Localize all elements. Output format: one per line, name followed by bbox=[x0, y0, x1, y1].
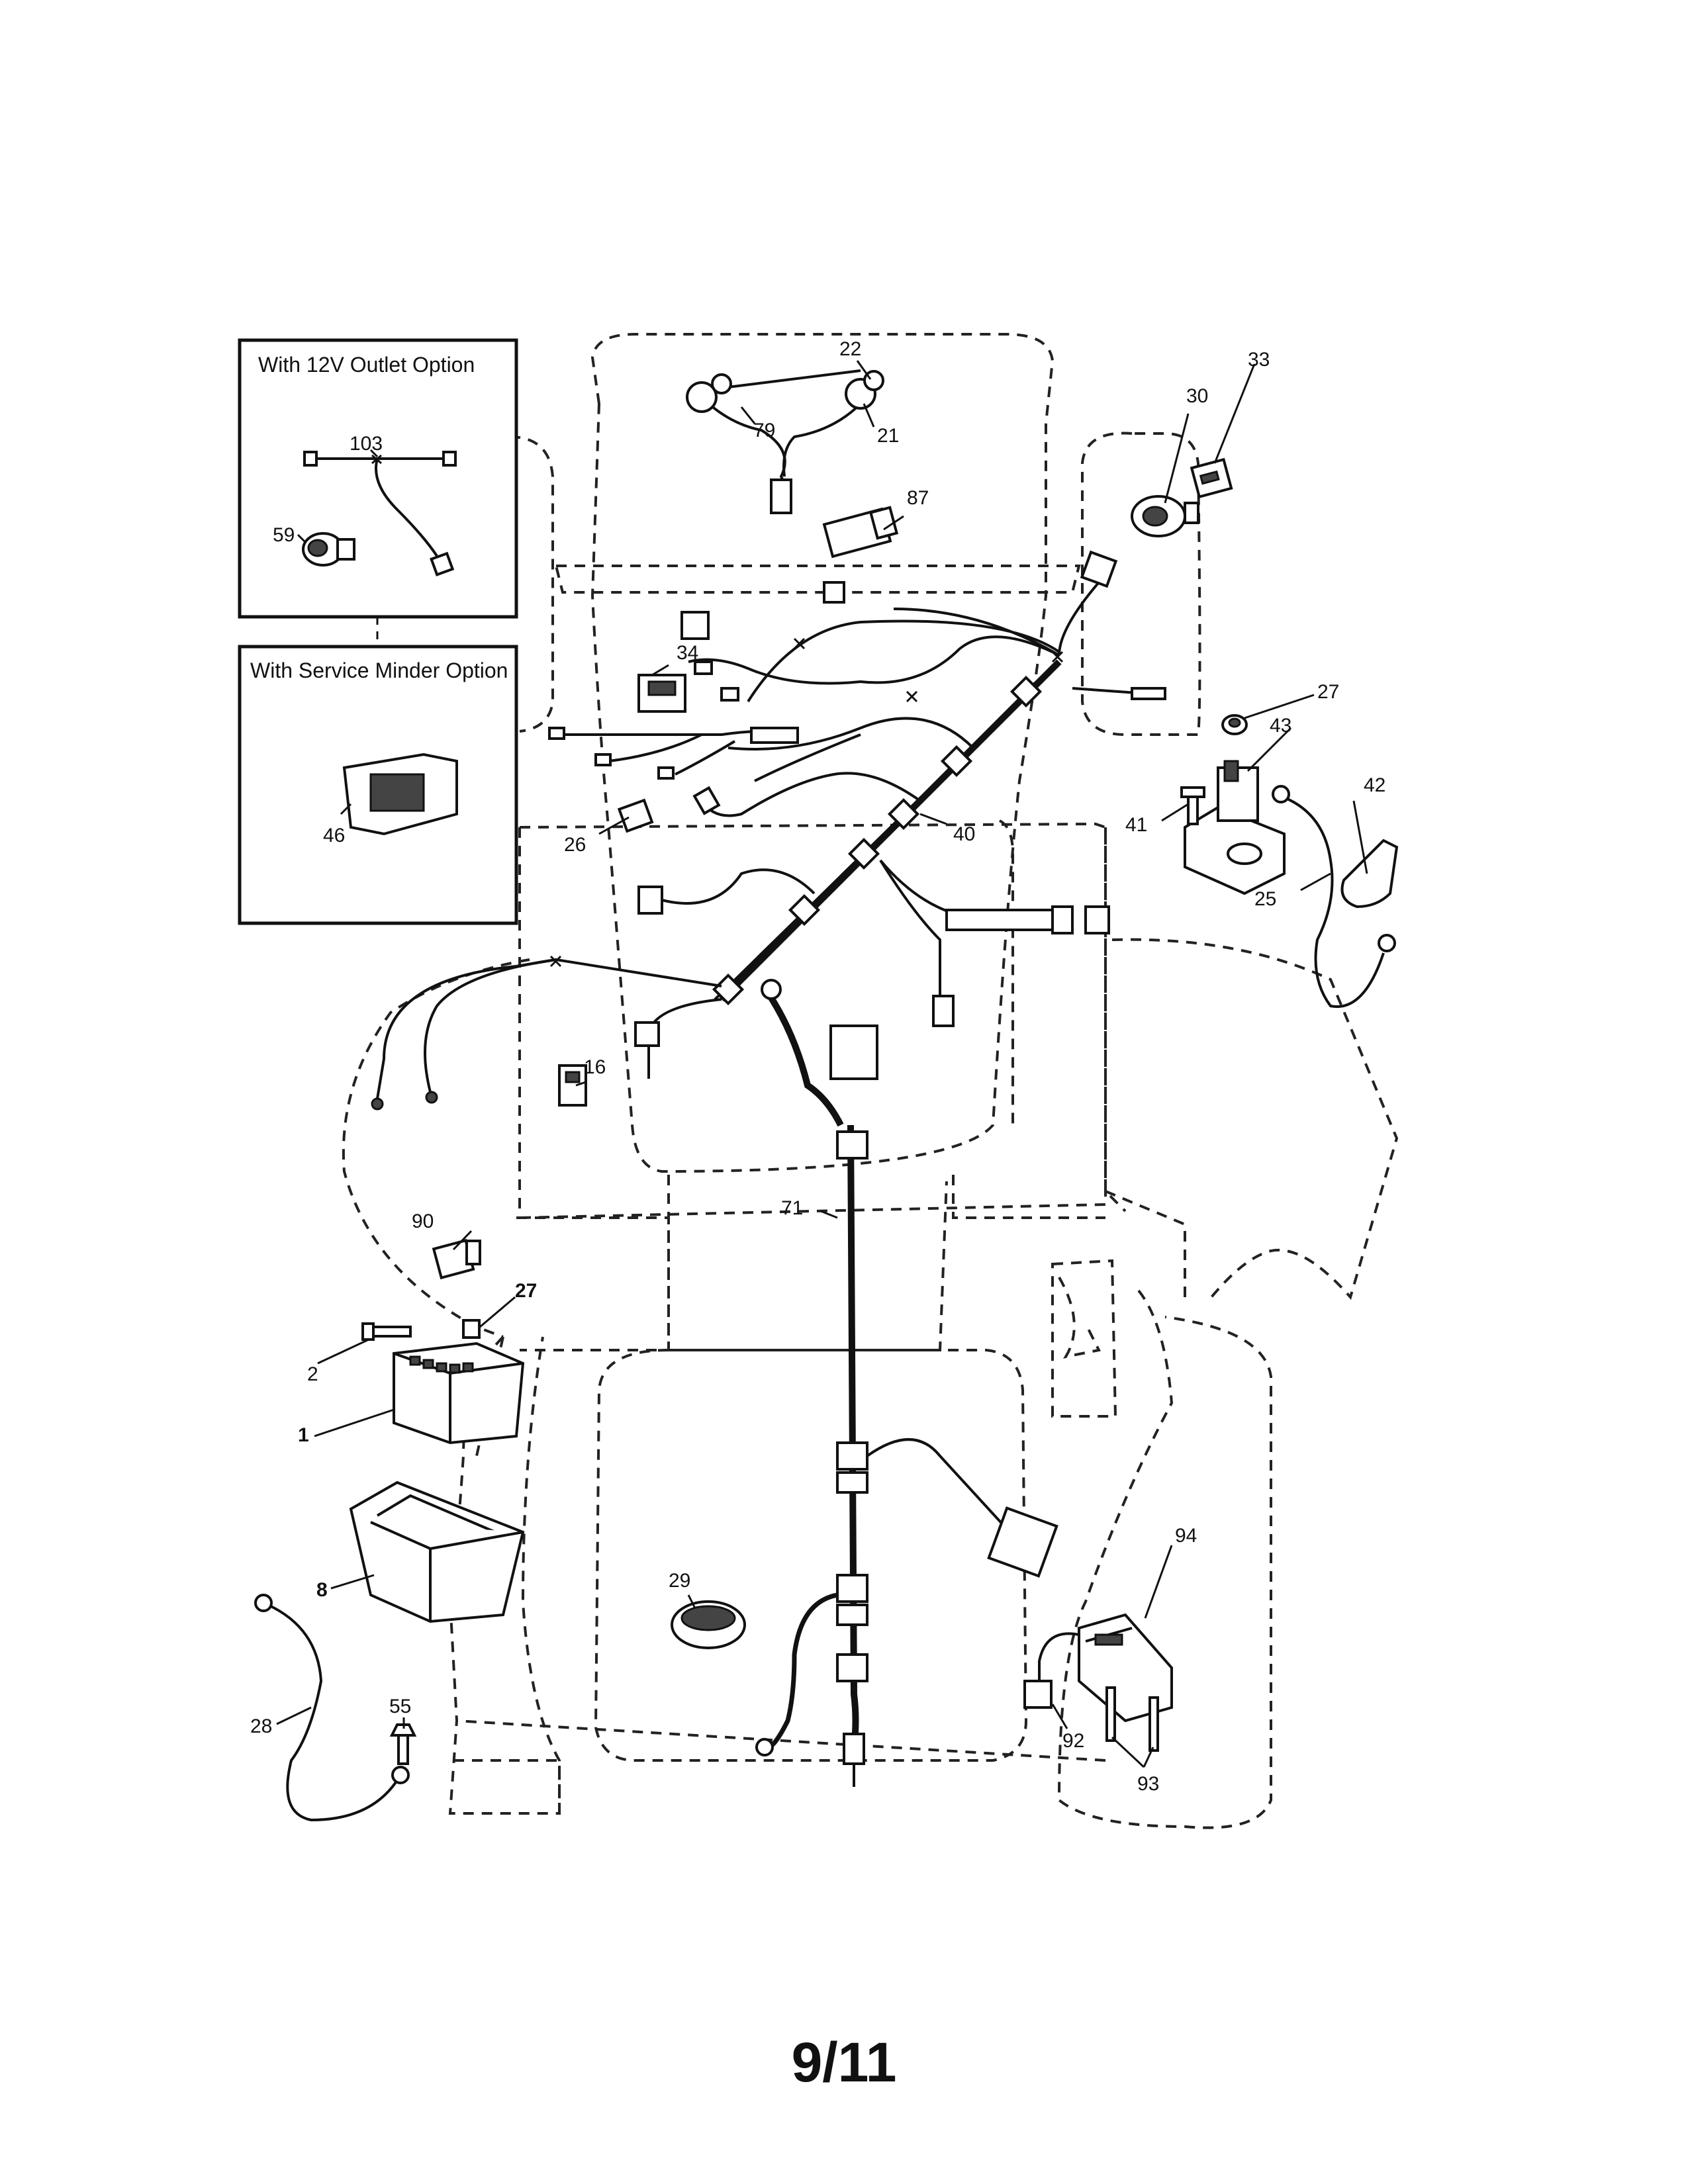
ignition-switch-30 bbox=[1131, 495, 1199, 537]
callout-26: 26 bbox=[564, 834, 586, 856]
callout-8: 8 bbox=[316, 1579, 328, 1601]
callout-1: 1 bbox=[298, 1424, 309, 1446]
callout-87: 87 bbox=[907, 487, 929, 509]
callout-27a: 27 bbox=[1317, 681, 1339, 703]
switch-34 bbox=[637, 674, 686, 713]
callout-42: 42 bbox=[1364, 774, 1385, 796]
callout-41: 41 bbox=[1125, 814, 1147, 836]
callout-46: 46 bbox=[323, 825, 345, 846]
callout-30: 30 bbox=[1186, 385, 1208, 407]
callout-27b: 27 bbox=[515, 1280, 537, 1302]
nut-27 bbox=[1221, 714, 1248, 735]
callout-25: 25 bbox=[1254, 888, 1276, 910]
cable-71 bbox=[755, 979, 1058, 1787]
callout-90: 90 bbox=[412, 1210, 434, 1232]
callout-21: 21 bbox=[877, 425, 899, 447]
outlet-option-box bbox=[238, 338, 518, 619]
fuse-26 bbox=[617, 798, 654, 833]
callout-29: 29 bbox=[669, 1570, 690, 1592]
relay-87 bbox=[822, 506, 899, 559]
callout-2: 2 bbox=[307, 1363, 318, 1385]
callout-leaders bbox=[276, 360, 1368, 1768]
callout-94: 94 bbox=[1175, 1525, 1197, 1547]
cable-28 bbox=[254, 1594, 410, 1822]
callout-93: 93 bbox=[1137, 1773, 1159, 1795]
part-90 bbox=[432, 1238, 481, 1280]
screws-93 bbox=[1105, 1686, 1159, 1752]
callout-16: 16 bbox=[584, 1056, 606, 1078]
callout-28: 28 bbox=[250, 1715, 272, 1737]
harness-92 bbox=[1023, 1632, 1080, 1709]
wiring-harness bbox=[371, 550, 1166, 1111]
callout-71: 71 bbox=[781, 1197, 803, 1219]
callout-43: 43 bbox=[1270, 715, 1291, 737]
grommet-29 bbox=[671, 1600, 746, 1649]
cable-25 bbox=[1272, 785, 1396, 1008]
callout-59: 59 bbox=[273, 524, 295, 546]
callout-92: 92 bbox=[1062, 1730, 1084, 1752]
service-minder-option-title: With Service Minder Option bbox=[250, 659, 508, 682]
callout-33: 33 bbox=[1248, 349, 1270, 371]
headlight-assembly bbox=[686, 369, 884, 514]
bolt-41 bbox=[1180, 786, 1205, 825]
battery-tray-8 bbox=[349, 1480, 525, 1623]
nut-27b bbox=[462, 1319, 481, 1339]
callout-79: 79 bbox=[753, 420, 775, 441]
solenoid-43 bbox=[1184, 760, 1286, 895]
callout-34: 34 bbox=[677, 642, 698, 664]
outlet-59 bbox=[302, 532, 355, 567]
service-minder-46 bbox=[342, 752, 458, 836]
bolt-2 bbox=[361, 1322, 412, 1341]
switch-16 bbox=[558, 1064, 587, 1107]
callout-103: 103 bbox=[350, 433, 383, 455]
ignition-key-33 bbox=[1190, 457, 1233, 499]
outlet-option-title: With 12V Outlet Option bbox=[258, 353, 475, 377]
boot-42 bbox=[1340, 839, 1399, 909]
screw-55 bbox=[389, 1723, 417, 1765]
callout-40: 40 bbox=[953, 823, 975, 845]
switch-94 bbox=[1078, 1613, 1173, 1723]
page-number: 9/11 bbox=[792, 2031, 897, 2093]
callout-55: 55 bbox=[389, 1696, 411, 1717]
battery-1 bbox=[393, 1342, 525, 1445]
callout-22: 22 bbox=[839, 338, 861, 360]
